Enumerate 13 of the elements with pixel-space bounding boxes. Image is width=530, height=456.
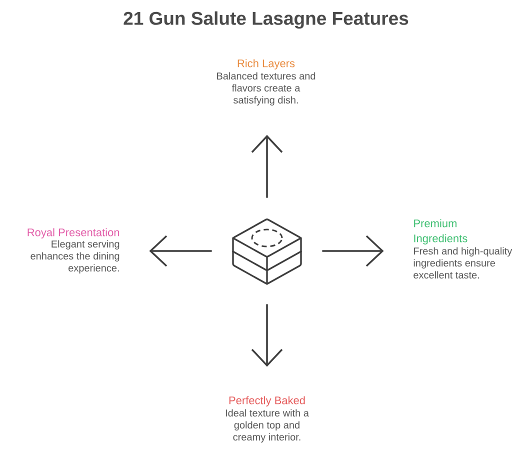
layered-box-icon (232, 218, 302, 285)
arrow (251, 304, 283, 367)
feature-description: Ideal texture with a golden top and creamy interior. (226, 409, 309, 443)
feature-description: Elegant serving enhances the dining experience. (30, 240, 120, 274)
arrow (149, 235, 212, 267)
feature-title: Premium Ingredients (414, 219, 468, 244)
title: 21 Gun Salute Lasagne Features (124, 11, 408, 29)
feature-title: Rich Layers (238, 59, 295, 70)
arrow (251, 134, 283, 198)
feature-title: Perfectly Baked (229, 396, 305, 406)
feature-description: Balanced textures and flavors create a satisfying dish. (217, 72, 316, 106)
feature-title: Royal Presentation (28, 228, 120, 238)
feature-description: Fresh and high-quality ingredients ensure excellent taste. (414, 247, 512, 279)
